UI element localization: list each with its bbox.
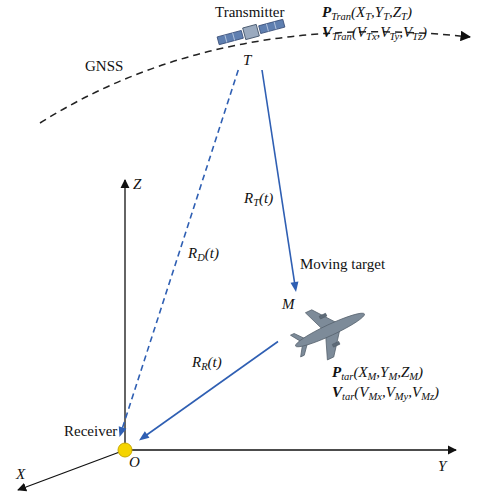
formula-label: Vtar(VMx,VMy,VMz) xyxy=(332,384,439,401)
text-run: Tran xyxy=(332,31,352,42)
text-run: (X xyxy=(351,4,365,20)
axis-label: X xyxy=(16,466,25,483)
text-run: T xyxy=(401,11,407,22)
text-run: M xyxy=(388,371,397,382)
node-heading: Transmitter xyxy=(215,4,284,21)
node-heading: Receiver xyxy=(64,423,117,440)
text-run: (V xyxy=(354,384,368,400)
text-run: M xyxy=(409,371,418,382)
satellite-icon xyxy=(217,17,286,46)
text-run: ) xyxy=(418,364,423,380)
text-run: ,V xyxy=(399,24,412,40)
target-node: Moving targetM xyxy=(278,292,378,358)
orbit-arc xyxy=(40,32,470,123)
text-run: M xyxy=(368,371,377,382)
panel-line xyxy=(266,24,268,32)
range-connector xyxy=(262,70,298,292)
text-run: Tx xyxy=(366,31,377,42)
text-run: D xyxy=(197,252,205,263)
receiver-node: ReceiverO xyxy=(112,437,142,471)
text-run: Tz xyxy=(412,31,422,42)
text-run: ,V xyxy=(382,384,395,400)
formula-label: VTran(VTx,VTy,VTz) xyxy=(322,24,427,41)
arrow-head xyxy=(291,282,299,292)
formula-label: PTran(XT,YT,ZT) xyxy=(322,4,412,21)
axis-label: Z xyxy=(133,176,141,193)
panel-line xyxy=(274,22,276,30)
direct-path-line xyxy=(122,70,238,429)
transmitter-node: TransmitterT xyxy=(205,4,300,70)
text-run: P xyxy=(322,4,331,20)
formula-label: Ptar(XM,YM,ZM) xyxy=(332,364,423,381)
z-axis xyxy=(124,180,125,450)
text-run: (t) xyxy=(205,245,219,261)
text-run: ) xyxy=(434,384,439,400)
engine xyxy=(332,341,340,347)
range-label: RD(t) xyxy=(186,245,221,262)
system-label: GNSS xyxy=(85,58,123,75)
text-run: My xyxy=(395,391,408,402)
text-run: T xyxy=(253,197,259,208)
echo-path-line xyxy=(146,342,278,436)
text-run: (t) xyxy=(259,190,273,206)
arrow-head xyxy=(139,431,149,440)
text-run: R xyxy=(201,361,207,372)
solar-panel xyxy=(217,30,243,44)
panel-line xyxy=(233,33,235,41)
text-run: (t) xyxy=(208,354,222,370)
arrow-head xyxy=(119,426,127,437)
text-run: T xyxy=(383,11,389,22)
text-run: (X xyxy=(353,364,367,380)
node-heading: Moving target xyxy=(300,256,385,273)
text-run: ,V xyxy=(408,384,421,400)
text-run: Ty xyxy=(389,31,399,42)
text-run: Mz xyxy=(421,391,434,402)
text-run: ,Y xyxy=(376,364,388,380)
text-run: ,Z xyxy=(397,364,409,380)
range-connector xyxy=(139,342,278,441)
text-run: Tran xyxy=(331,11,351,22)
airplane-fuselage xyxy=(293,309,367,351)
text-run: ) xyxy=(422,24,427,40)
text-run: tar xyxy=(341,371,353,382)
text-run: ,V xyxy=(377,24,390,40)
text-run: V xyxy=(322,24,332,40)
x-axis xyxy=(18,450,125,490)
point-letter: T xyxy=(243,52,251,69)
text-run: ,Z xyxy=(389,4,401,20)
axis-label: Y xyxy=(438,458,446,475)
text-run: ) xyxy=(407,4,412,20)
point-letter: O xyxy=(129,454,140,471)
y-axis xyxy=(125,449,456,450)
range-label: RR(t) xyxy=(190,354,224,371)
echo-path-line xyxy=(262,70,295,284)
engine xyxy=(319,313,327,319)
panel-line xyxy=(225,35,227,43)
text-run: P xyxy=(332,364,341,380)
text-run: V xyxy=(332,384,342,400)
text-run: (V xyxy=(352,24,366,40)
airplane-icon xyxy=(285,290,376,369)
range-label: RT(t) xyxy=(242,190,275,207)
text-run: ,Y xyxy=(371,4,383,20)
text-run: Mx xyxy=(368,391,381,402)
point-letter: M xyxy=(282,296,295,313)
text-run: T xyxy=(365,11,371,22)
text-run: R xyxy=(188,245,197,261)
satellite-body xyxy=(243,24,260,39)
solar-panel xyxy=(259,19,285,33)
text-run: R xyxy=(244,190,253,206)
text-run: R xyxy=(192,354,201,370)
text-run: tar xyxy=(342,391,354,402)
